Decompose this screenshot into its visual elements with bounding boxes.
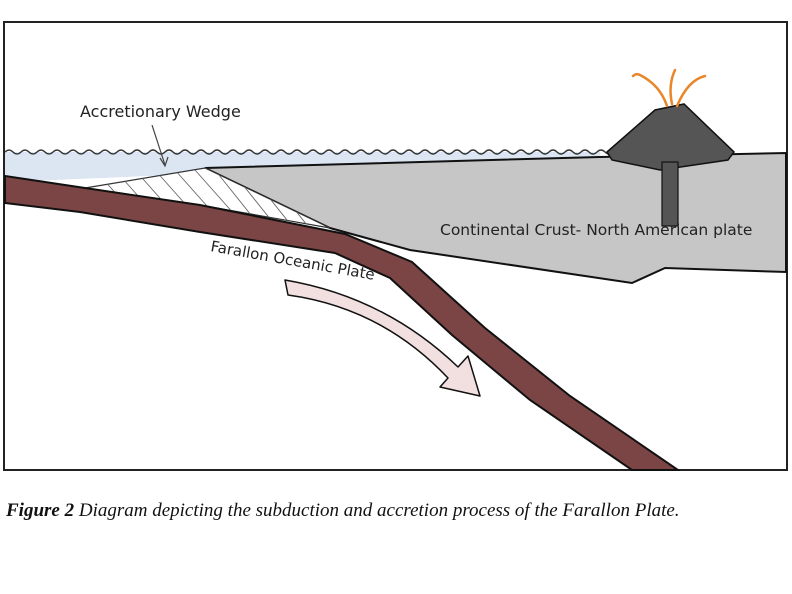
caption-text: Diagram depicting the subduction and acc… xyxy=(74,500,680,521)
caption-label: Figure 2 xyxy=(6,500,75,521)
figure-caption: Figure 2 Diagram depicting the subductio… xyxy=(6,500,786,522)
volcano-conduit xyxy=(661,161,679,227)
subduction-direction-arrow xyxy=(284,279,481,397)
wedge-pointer-arrow xyxy=(151,124,169,168)
ocean-surface-wave xyxy=(4,149,622,155)
lava-eruption xyxy=(631,68,707,108)
subduction-diagram: Accretionary Wedge Continental Crust- No… xyxy=(3,21,788,471)
volcano-cone xyxy=(606,103,735,171)
oceanic-plate xyxy=(4,174,682,471)
continental-crust-label: Continental Crust- North American plate xyxy=(440,221,752,239)
accretionary-wedge-label: Accretionary Wedge xyxy=(80,102,241,121)
